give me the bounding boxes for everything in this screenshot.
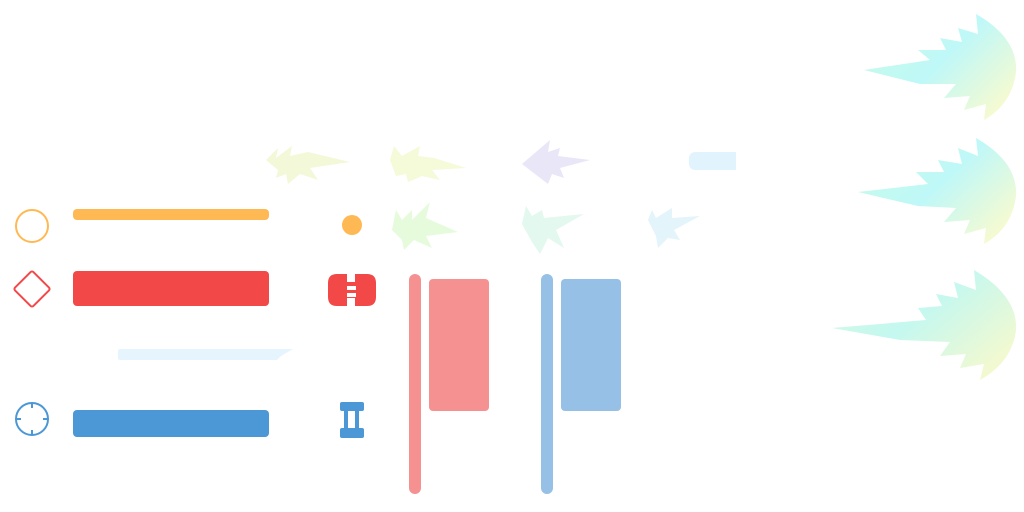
green-spark-burst <box>392 202 458 250</box>
lavender-spark-burst <box>522 140 590 184</box>
blue-wide-vertical-panel <box>561 279 621 411</box>
yellow-green-spark-burst <box>266 146 350 184</box>
pale-cyan-capsule <box>689 152 736 170</box>
red-capsule-icon <box>328 273 376 307</box>
mint-spark-burst <box>522 206 584 254</box>
diamond-outline-icon <box>13 270 51 308</box>
crosshair-target-icon <box>15 402 49 436</box>
pale-cyan-bar <box>118 349 293 360</box>
cyan-flame-burst <box>858 138 1017 244</box>
mint-flame-burst <box>832 270 1017 380</box>
blue-thin-vertical-bar <box>541 274 553 494</box>
circle-ring-icon <box>15 209 49 243</box>
cyan-flame-burst <box>864 14 1017 120</box>
red-thin-vertical-bar <box>409 274 421 494</box>
blue-pillar-icon <box>340 402 364 438</box>
orange-dot-icon <box>342 215 362 235</box>
blue-status-bar <box>73 410 269 437</box>
red-status-bar <box>73 271 269 306</box>
light-blue-spark-burst <box>648 208 700 248</box>
red-wide-vertical-panel <box>429 279 489 411</box>
orange-status-bar <box>73 209 269 220</box>
yellow-green-spark-burst <box>390 146 466 182</box>
